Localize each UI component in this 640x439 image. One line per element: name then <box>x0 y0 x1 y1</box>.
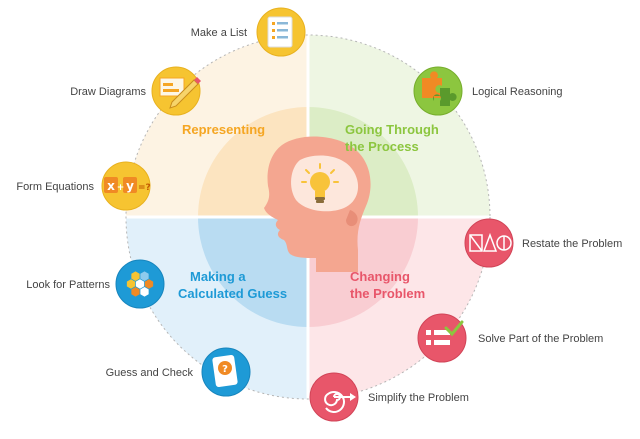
hexagon-cell <box>140 271 149 281</box>
strategy-label-restate: Restate the Problem <box>522 238 623 250</box>
equation-glyph-y: y <box>126 179 134 193</box>
quadrant-changing-line2: the Problem <box>350 286 426 301</box>
hexagon-cell <box>135 279 145 289</box>
outer-dotted-ring <box>125 34 491 400</box>
hexagon-pattern-icon <box>115 259 165 309</box>
strategy-label-look-patterns: Look for Patterns <box>26 279 110 291</box>
hexagon-cell <box>131 271 140 281</box>
equation-glyph-q: =? <box>138 183 151 193</box>
strategy-label-guess-check: Guess and Check <box>105 367 193 379</box>
quadrant-going-through-line1: Going Through <box>345 122 439 137</box>
quadrant-going-through-line2: the Process <box>345 139 419 154</box>
strategy-label-solve-part: Solve Part of the Problem <box>478 333 604 345</box>
pencil-icon <box>151 66 201 116</box>
strategy-label-draw-diagrams: Draw Diagrams <box>70 86 146 98</box>
hexagon-cell <box>144 279 154 289</box>
lightbulb-icon <box>301 163 339 203</box>
quadrant-title-going-through: Going Through the Process <box>345 121 439 155</box>
quadrant-title-changing: Changing the Problem <box>350 268 425 302</box>
quadrant-title-representing: Representing <box>182 121 265 138</box>
puzzle-icon <box>413 66 463 116</box>
quadrant-representing-line1: Representing <box>182 122 266 137</box>
quadrant-changing-line1: Changing <box>350 269 410 284</box>
quadrant-calculated-guess-line2: Calculated Guess <box>178 286 288 301</box>
spiral-arrow-icon <box>309 372 359 422</box>
shapes-icon <box>464 218 514 268</box>
quadrant-title-calculated-guess: Making a Calculated Guess <box>178 268 287 302</box>
equation-glyph-x: x <box>107 179 115 193</box>
equation-icon: x + y =? <box>101 161 151 211</box>
hexagon-cell <box>126 279 136 289</box>
strategy-label-form-equations: Form Equations <box>16 181 94 193</box>
list-icon <box>256 7 306 57</box>
question-glyph: ? <box>222 364 228 375</box>
quadrant-calculated-guess-line1: Making a <box>190 269 246 284</box>
strategy-label-make-list: Make a List <box>190 27 247 39</box>
hexagon-cell <box>140 287 149 297</box>
strategy-label-logical-reasoning: Logical Reasoning <box>472 86 563 98</box>
hexagon-cell <box>131 287 140 297</box>
question-card-icon: ? <box>201 347 251 397</box>
quadrant-calculated-guess-inner <box>198 217 308 327</box>
equation-glyph-plus: + <box>117 183 125 193</box>
checklist-icon <box>417 313 467 363</box>
strategy-label-simplify: Simplify the Problem <box>368 392 469 404</box>
